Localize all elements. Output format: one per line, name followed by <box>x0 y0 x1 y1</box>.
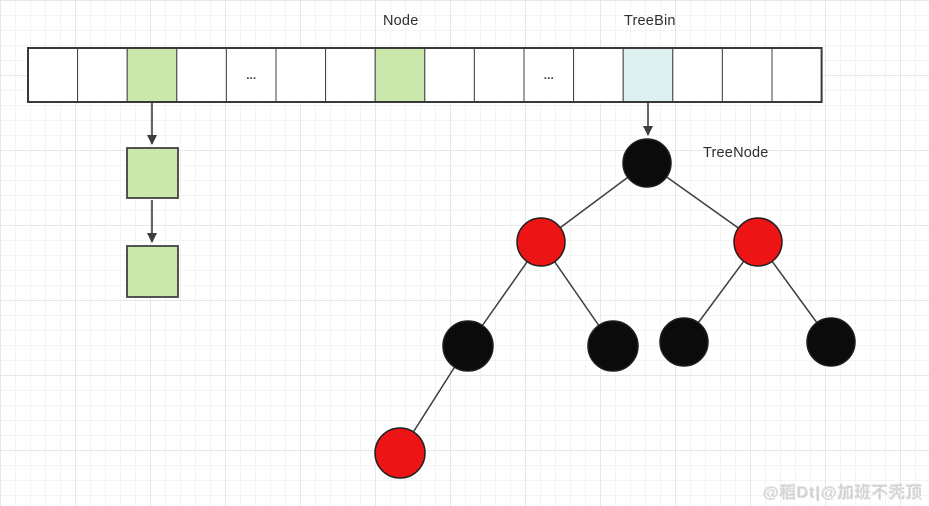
array-cell-9-empty <box>473 47 525 103</box>
array-cell-2-node <box>126 47 178 103</box>
watermark: @稻Dt|@加班不秃顶 <box>763 485 923 502</box>
array-cell-14-empty <box>721 47 773 103</box>
tree-node-lr-black <box>587 320 639 372</box>
array-cell-ellipsis: ... <box>246 68 256 82</box>
tree-node-l-red <box>516 217 566 267</box>
array-cell-13-empty <box>672 47 723 103</box>
red-black-tree <box>374 103 856 479</box>
bucket-array: ...... <box>27 47 823 103</box>
array-cell-15-empty <box>771 47 823 103</box>
linked-list <box>126 103 179 298</box>
array-cell-1-empty <box>77 47 128 103</box>
list-node-box-1 <box>126 245 179 298</box>
array-cell-11-empty <box>573 47 624 103</box>
array-cell-12-treebin <box>622 47 674 103</box>
tree-node-r-red <box>733 217 783 267</box>
tree-node-root-black <box>622 138 672 188</box>
tree-node-lll-red <box>374 427 426 479</box>
array-cell-ellipsis: ... <box>544 68 554 82</box>
treenode-label: TreeNode <box>703 145 769 161</box>
array-cell-3-empty <box>176 47 227 103</box>
array-cell-0-empty <box>27 47 79 103</box>
tree-node-ll-black <box>442 320 494 372</box>
array-cell-6-empty <box>325 47 376 103</box>
array-outline <box>27 47 823 103</box>
treebin-label: TreeBin <box>624 13 676 29</box>
tree-node-rl-black <box>659 317 709 367</box>
list-node-box-0 <box>126 147 179 199</box>
array-cell-4-ellipsis <box>225 47 277 103</box>
tree-node-rr-black <box>806 317 856 367</box>
array-cell-5-empty <box>275 47 327 103</box>
node-label: Node <box>383 13 419 29</box>
array-cell-7-node <box>374 47 426 103</box>
array-cell-10-ellipsis <box>523 47 575 103</box>
array-cell-8-empty <box>424 47 475 103</box>
